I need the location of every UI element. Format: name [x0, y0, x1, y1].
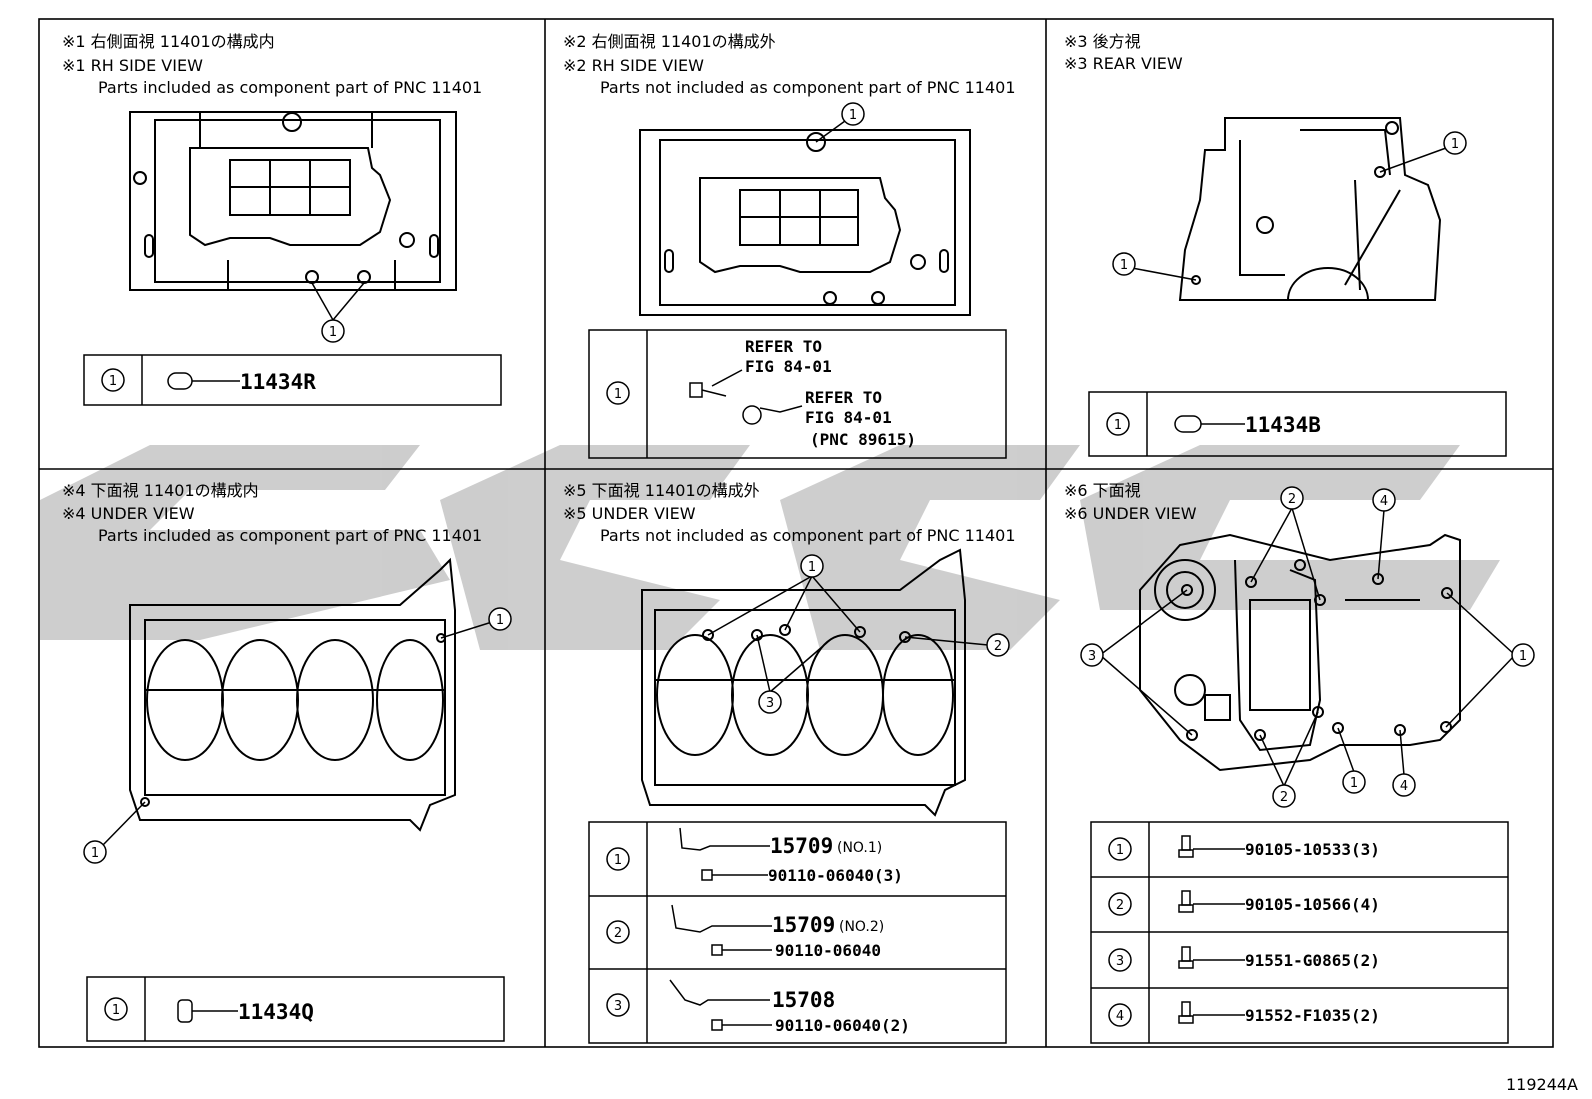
part-number: 15709	[772, 913, 835, 937]
bolt-icon	[689, 369, 743, 398]
callout-1-label: 1	[1350, 776, 1358, 791]
oil-jet-icon	[679, 827, 770, 881]
watermark	[40, 445, 1500, 650]
table-ref-num: 1	[1116, 843, 1124, 858]
bolt-number: 90110-06040	[775, 941, 881, 960]
callout-1-label: 1	[1120, 258, 1128, 273]
callout-1-label: 1	[91, 846, 99, 861]
part-number: 11434Q	[238, 1000, 314, 1024]
table-ref-num: 1	[109, 374, 117, 389]
callouts	[1080, 486, 1535, 808]
refer-label-b: REFER TO	[805, 388, 882, 407]
panel-subtitle: Parts included as component part of PNC …	[98, 526, 482, 545]
table-ref-num: 1	[614, 387, 622, 402]
panel-subtitle: Parts not included as component part of …	[600, 526, 1016, 545]
callout-3-label: 3	[1088, 649, 1096, 664]
dowel-pin-icon	[167, 372, 240, 390]
engine-block-under-drawing	[641, 548, 966, 817]
panel-title-jp: ※6 下面視	[1064, 481, 1141, 500]
table-ref-num: 1	[1114, 418, 1122, 433]
part-number: 90105-10533(3)	[1245, 840, 1380, 859]
callouts	[707, 554, 1010, 714]
panel-title-en: ※5 UNDER VIEW	[563, 504, 696, 523]
callouts	[83, 607, 512, 864]
table-ref-num: 3	[614, 999, 622, 1014]
panel-rh-side-included: ※1 右側面視 11401の構成内 ※1 RH SIDE VIEW Parts …	[62, 32, 502, 406]
part-number: 15708	[772, 988, 835, 1012]
callout-1-label: 1	[849, 108, 857, 123]
panel-title-jp: ※4 下面視 11401の構成内	[62, 481, 259, 500]
engine-block-rh-side-drawing	[129, 111, 457, 291]
panel-title-jp: ※1 右側面視 11401の構成内	[62, 32, 275, 51]
panel-rh-side-not-included: ※2 右側面視 11401の構成外 ※2 RH SIDE VIEW Parts …	[563, 32, 1016, 459]
callout-3-label: 3	[766, 696, 774, 711]
callout-1-label: 1	[329, 325, 337, 340]
part-number: 91551-G0865(2)	[1245, 951, 1380, 970]
panel-subtitle: Parts not included as component part of …	[600, 78, 1016, 97]
parts-table	[588, 329, 1007, 459]
part-number: 11434B	[1245, 413, 1321, 437]
engine-block-rh-side-drawing	[639, 129, 971, 316]
refer-label-a: REFER TO	[745, 337, 822, 356]
oil-jet-icon	[671, 904, 772, 956]
panel-title-en: ※1 RH SIDE VIEW	[62, 56, 203, 75]
callout-2-label: 2	[1280, 790, 1288, 805]
table-ref-num: 4	[1116, 1009, 1124, 1024]
part-number: 11434R	[240, 370, 316, 394]
callout-1-label: 1	[808, 560, 816, 575]
bolt-number: 90110-06040(2)	[775, 1016, 910, 1035]
panel-grid	[38, 18, 1554, 1048]
bolt-number: 90110-06040(3)	[768, 866, 903, 885]
panel-title-en: ※4 UNDER VIEW	[62, 504, 195, 523]
callout-2-label: 2	[994, 639, 1002, 654]
parts-table	[588, 821, 1007, 1044]
panel-title-jp: ※3 後方視	[1064, 32, 1141, 51]
part-number: 91552-F1035(2)	[1245, 1006, 1380, 1025]
dowel-pin-icon	[1174, 415, 1245, 433]
parts-table	[1088, 391, 1507, 457]
panel-rear-view: ※3 後方視 ※3 REAR VIEW 1 1 1 11434B	[1064, 32, 1507, 457]
engine-block-rear-drawing	[1178, 117, 1442, 301]
panel-under-view-not-included: ※5 下面視 11401の構成外 ※5 UNDER VIEW Parts not…	[563, 481, 1016, 1044]
part-note: (NO.2)	[839, 919, 884, 935]
panel-title-en: ※2 RH SIDE VIEW	[563, 56, 704, 75]
refer-pnc-b: (PNC 89615)	[810, 430, 916, 449]
callout-1-label: 1	[1451, 137, 1459, 152]
parts-table	[86, 976, 505, 1042]
parts-table	[83, 354, 502, 406]
parts-table	[1090, 821, 1509, 1044]
part-note: (NO.1)	[837, 840, 882, 856]
callout-1	[815, 102, 865, 143]
callouts	[1112, 131, 1467, 281]
panel-title-en: ※3 REAR VIEW	[1064, 54, 1183, 73]
refer-fig-a: FIG 84-01	[745, 357, 832, 376]
callout-4-label: 4	[1400, 779, 1408, 794]
part-number: 15709	[770, 834, 833, 858]
panel-under-view-bolts: ※6 下面視 ※6 UNDER VIEW 2	[1064, 481, 1535, 1044]
panel-title-jp: ※5 下面視 11401の構成外	[563, 481, 760, 500]
refer-fig-b: FIG 84-01	[805, 408, 892, 427]
callout-4-label: 4	[1380, 494, 1388, 509]
table-ref-num: 2	[1116, 898, 1124, 913]
callout-1-label: 1	[496, 613, 504, 628]
knock-sensor-icon	[742, 405, 803, 425]
table-ref-num: 1	[614, 853, 622, 868]
part-number: 90105-10566(4)	[1245, 895, 1380, 914]
table-ref-num: 1	[112, 1003, 120, 1018]
bolt-icon	[1178, 835, 1245, 1024]
dowel-pin-icon	[177, 999, 238, 1023]
callout-1	[311, 282, 365, 343]
panel-title-jp: ※2 右側面視 11401の構成外	[563, 32, 776, 51]
callout-1-label: 1	[1519, 649, 1527, 664]
panel-under-view-included: ※4 下面視 11401の構成内 ※4 UNDER VIEW Parts inc…	[62, 481, 512, 1042]
callout-2-label: 2	[1288, 492, 1296, 507]
oil-jet-icon	[669, 979, 772, 1031]
table-ref-num: 3	[1116, 954, 1124, 969]
figure-id: 119244A	[1506, 1075, 1578, 1094]
engine-block-under-drawing	[129, 557, 456, 832]
table-ref-num: 2	[614, 926, 622, 941]
panel-title-en: ※6 UNDER VIEW	[1064, 504, 1197, 523]
panel-subtitle: Parts included as component part of PNC …	[98, 78, 482, 97]
